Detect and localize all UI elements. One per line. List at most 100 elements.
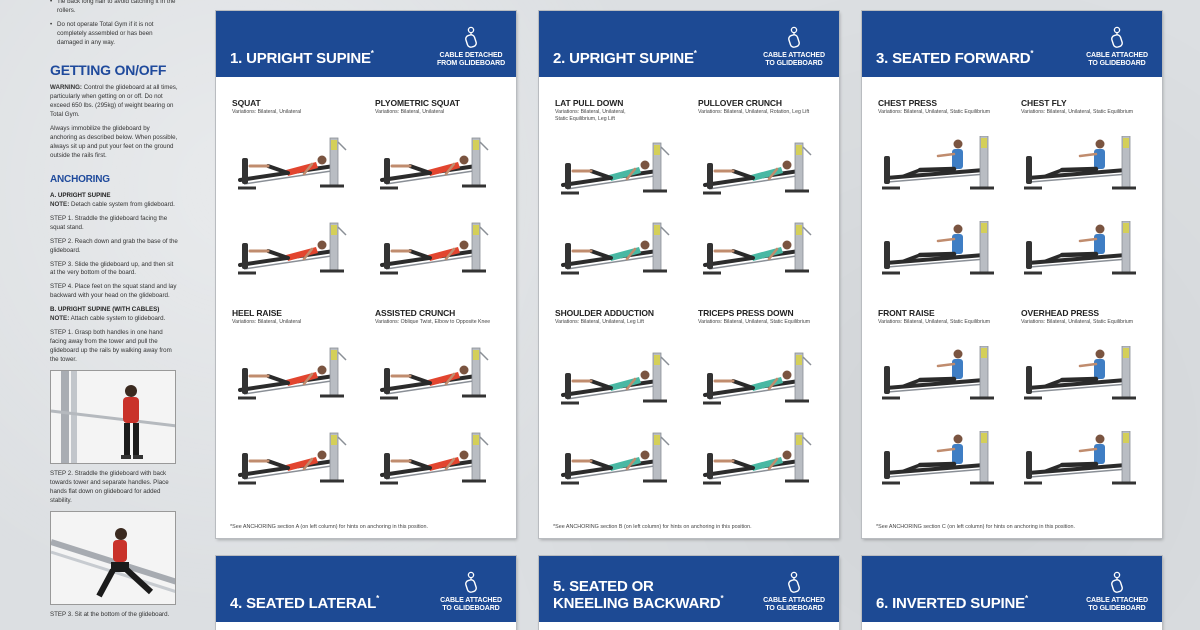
card-title-star: * <box>693 48 697 58</box>
card-seated-lateral: 4. SEATED LATERAL* CABLE ATTACHED TO GLI… <box>216 556 516 630</box>
cable-status: CABLE DETACHED FROM GLIDEBOARD <box>436 26 506 67</box>
warning-text: Control the glideboard at all times, par… <box>50 84 178 119</box>
exercise-figure <box>1022 430 1142 487</box>
cable-handle-icon <box>1082 26 1152 50</box>
instructions-column: Tie back long hair to avoid catching it … <box>50 0 178 630</box>
exercise-figure <box>557 221 677 277</box>
card-title-star: * <box>720 593 724 603</box>
section-a-step-1: STEP 1. Straddle the glideboard facing t… <box>50 214 168 231</box>
section-b-step-3: STEP 3. Sit at the bottom of the glidebo… <box>50 611 170 619</box>
exercise-variations: Variations: Bilateral, Unilateral <box>232 319 302 325</box>
cable-status-line-2: TO GLIDEBOARD <box>765 59 823 67</box>
exercise-name: SQUAT <box>232 98 261 108</box>
exercise-variations: Variations: Bilateral, Unilateral, Stati… <box>555 109 626 123</box>
cable-handle-icon <box>759 26 829 50</box>
exercise-figure <box>234 431 354 487</box>
woman-straddling-glideboard-image <box>51 512 175 605</box>
exercise-figure <box>234 346 354 402</box>
card-seated-or-kneeling-backward: 5. SEATED OR KNEELING BACKWARD* CABLE AT… <box>539 556 839 630</box>
cable-status-line-2: TO GLIDEBOARD <box>1088 59 1146 67</box>
section-b-note: NOTE: Attach cable system to glideboard. <box>50 315 178 324</box>
cable-status-line-2: FROM GLIDEBOARD <box>436 59 506 67</box>
exercise-name: TRICEPS PRESS DOWN <box>698 308 794 318</box>
exercise-variations: Variations: Bilateral, Unilateral, Stati… <box>1021 319 1134 325</box>
cable-status: CABLE ATTACHED TO GLIDEBOARD <box>759 26 829 67</box>
card-title-text: 3. SEATED FORWARD <box>876 49 1031 67</box>
card-title: 4. SEATED LATERAL* <box>230 593 379 612</box>
exercise-pullover-crunch: PULLOVER CRUNCH Variations: Bilateral, U… <box>698 98 838 116</box>
exercise-name: OVERHEAD PRESS <box>1021 308 1099 318</box>
card-upright-supine-cable-detached: 1. UPRIGHT SUPINE* CABLE DETACHED FROM G… <box>216 11 516 538</box>
safety-bullet-assembled: Do not operate Total Gym if it is not co… <box>50 21 178 48</box>
card-upright-supine-cable-attached: 2. UPRIGHT SUPINE* CABLE ATTACHED TO GLI… <box>539 11 839 538</box>
exercise-overhead-press: OVERHEAD PRESS Variations: Bilateral, Un… <box>1021 308 1161 326</box>
exercise-figure <box>1022 135 1142 192</box>
cable-status: CABLE ATTACHED TO GLIDEBOARD <box>1082 26 1152 67</box>
section-a-note-label: NOTE: <box>50 200 70 208</box>
section-a-title: A. UPRIGHT SUPINE <box>50 191 111 199</box>
immobilize-paragraph: Always immobilize the glideboard by anch… <box>50 125 178 160</box>
exercise-figure <box>376 431 496 487</box>
anchoring-footnote: *See ANCHORING section C (on left column… <box>876 524 1075 530</box>
exercise-name: SHOULDER ADDUCTION <box>555 308 654 318</box>
exercise-front-raise: FRONT RAISE Variations: Bilateral, Unila… <box>878 308 1018 326</box>
anchoring-heading: ANCHORING <box>50 174 110 186</box>
exercise-shoulder-adduction: SHOULDER ADDUCTION Variations: Bilateral… <box>555 308 695 326</box>
cable-handle-icon <box>436 571 506 595</box>
getting-on-off-heading: GETTING ON/OFF <box>50 61 167 78</box>
exercise-figure <box>880 345 1000 402</box>
anchoring-footnote: *See ANCHORING section B (on left column… <box>553 524 752 530</box>
card-title-text: 1. UPRIGHT SUPINE <box>230 49 371 67</box>
card-header: 3. SEATED FORWARD* CABLE ATTACHED TO GLI… <box>862 11 1162 77</box>
exercise-name: HEEL RAISE <box>232 308 282 318</box>
card-header: 4. SEATED LATERAL* CABLE ATTACHED TO GLI… <box>216 556 516 622</box>
cable-status-line-1: CABLE ATTACHED <box>1086 597 1148 605</box>
cable-status-line-1: CABLE DETACHED <box>439 52 503 60</box>
exercise-variations: Variations: Bilateral, Unilateral, Stati… <box>878 109 991 115</box>
exercise-figure <box>234 221 354 277</box>
exercise-variations: Variations: Bilateral, Unilateral, Stati… <box>698 319 811 325</box>
cable-handle-icon <box>436 26 506 50</box>
card-title: 1. UPRIGHT SUPINE* <box>230 49 374 67</box>
exercise-name: CHEST FLY <box>1021 98 1067 108</box>
exercise-name: FRONT RAISE <box>878 308 935 318</box>
exercise-squat: SQUAT Variations: Bilateral, Unilateral <box>232 98 372 116</box>
exercise-plyometric-squat: PLYOMETRIC SQUAT Variations: Bilateral, … <box>375 98 515 116</box>
cable-status-line-2: TO GLIDEBOARD <box>765 604 823 612</box>
card-title-text: 2. UPRIGHT SUPINE <box>553 49 694 67</box>
card-title: 2. UPRIGHT SUPINE* <box>553 48 697 67</box>
card-title: 5. SEATED OR KNEELING BACKWARD* <box>553 578 724 613</box>
section-a-step-3: STEP 3. Slide the glideboard up, and the… <box>50 260 174 277</box>
exercise-variations: Variations: Bilateral, Unilateral, Rotat… <box>698 109 810 115</box>
anchoring-footnote: *See ANCHORING section A (on left column… <box>230 524 429 530</box>
exercise-variations: Variations: Bilateral, Unilateral, Leg L… <box>555 319 644 325</box>
card-seated-forward: 3. SEATED FORWARD* CABLE ATTACHED TO GLI… <box>862 11 1162 538</box>
card-title-star: * <box>376 593 379 603</box>
warning-label: WARNING: <box>50 84 82 92</box>
woman-pulling-glideboard-image <box>51 371 175 464</box>
exercise-chest-press: CHEST PRESS Variations: Bilateral, Unila… <box>878 98 1018 116</box>
card-header: 2. UPRIGHT SUPINE* CABLE ATTACHED TO GLI… <box>539 11 839 77</box>
card-header: 6. INVERTED SUPINE* CABLE ATTACHED TO GL… <box>862 556 1162 622</box>
exercise-variations: Variations: Bilateral, Unilateral <box>375 109 445 115</box>
exercise-name: LAT PULL DOWN <box>555 98 624 108</box>
exercise-name: PULLOVER CRUNCH <box>698 98 782 108</box>
card-title-text: 4. SEATED LATERAL <box>230 594 377 612</box>
exercise-assisted-crunch: ASSISTED CRUNCH Variations: Oblique Twis… <box>375 308 515 326</box>
cable-status-line-1: CABLE ATTACHED <box>763 597 825 605</box>
card-header: 5. SEATED OR KNEELING BACKWARD* CABLE AT… <box>539 556 839 622</box>
exercise-figure <box>557 351 677 407</box>
exercise-figure <box>1022 345 1142 402</box>
exercise-figure <box>699 221 819 277</box>
cable-status-line-1: CABLE ATTACHED <box>440 597 502 605</box>
card-inverted-supine: 6. INVERTED SUPINE* CABLE ATTACHED TO GL… <box>862 556 1162 630</box>
exercise-variations: Variations: Bilateral, Unilateral <box>232 109 302 115</box>
cable-status-line-1: CABLE ATTACHED <box>763 52 825 60</box>
exercise-chest-fly: CHEST FLY Variations: Bilateral, Unilate… <box>1021 98 1161 116</box>
card-title-line-2: KNEELING BACKWARD <box>553 594 721 612</box>
card-title-text: 6. INVERTED SUPINE <box>876 594 1025 612</box>
section-a-step-2: STEP 2. Reach down and grab the base of … <box>50 237 178 254</box>
card-title: 6. INVERTED SUPINE* <box>876 594 1028 612</box>
exercise-variations: Variations: Bilateral, Unilateral, Stati… <box>1021 109 1134 115</box>
exercise-figure <box>699 431 819 487</box>
